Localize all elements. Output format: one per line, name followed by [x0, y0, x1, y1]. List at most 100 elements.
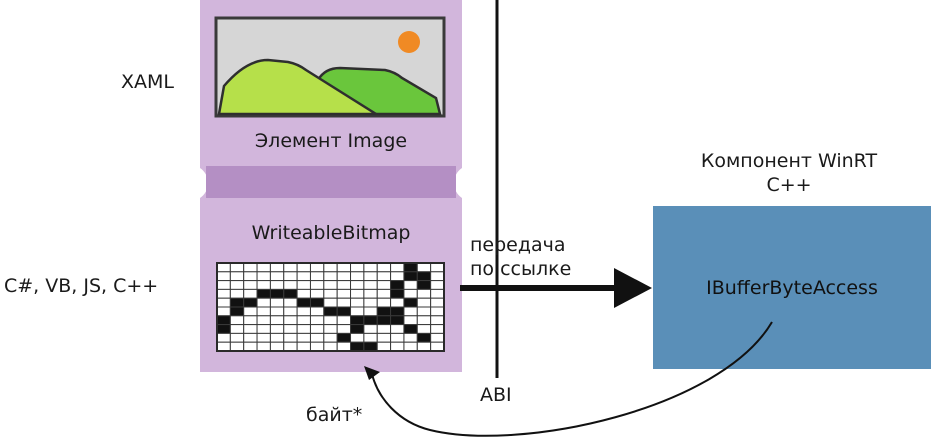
pixel-cell: [430, 271, 445, 282]
pixel-cell: [256, 324, 271, 334]
pixel-cell: [430, 262, 445, 273]
pixel-cell: [430, 306, 445, 317]
pixel-cell: [376, 297, 392, 308]
pixel-cell: [430, 332, 445, 343]
pass-label-line2: по ссылке: [470, 258, 572, 280]
pixel-cell: [229, 297, 245, 308]
pixel-cell: [296, 288, 311, 299]
pixel-cell: [296, 324, 311, 334]
pixel-cell: [323, 341, 338, 352]
pixel-cell: [430, 315, 445, 326]
languages-label: C#, VB, JS, C++: [4, 275, 159, 297]
pixel-cell: [256, 288, 271, 299]
pixel-cell: [403, 315, 418, 326]
pixel-cell: [430, 280, 445, 290]
pixel-cell: [403, 324, 418, 334]
pixel-cell: [229, 262, 245, 273]
pixel-cell: [309, 280, 325, 290]
pixel-cell: [416, 332, 432, 343]
byte-pointer-arrow: [364, 321, 773, 437]
pixel-cell: [309, 324, 325, 334]
pixel-cell: [309, 297, 325, 308]
pixel-cell: [216, 271, 231, 282]
pixel-cell: [323, 262, 338, 273]
pixel-cell: [216, 332, 231, 343]
pixel-cell: [243, 271, 258, 282]
pixel-cell: [336, 341, 352, 352]
pixel-cell: [296, 315, 311, 326]
pixel-cell: [283, 271, 298, 282]
pixel-cell: [363, 306, 378, 317]
pixel-cell: [323, 297, 338, 308]
pixel-cell: [350, 262, 365, 273]
pixel-cell: [363, 271, 378, 282]
pixel-cell: [243, 324, 258, 334]
pixel-cell: [403, 271, 418, 282]
pixel-cell: [416, 262, 432, 273]
pixel-cell: [269, 306, 285, 317]
pixel-cell: [256, 315, 271, 326]
pixel-cell: [390, 332, 405, 343]
pixel-cell: [403, 297, 418, 308]
pixel-cell: [216, 324, 231, 334]
pixel-cell: [269, 332, 285, 343]
pixel-cell: [283, 324, 298, 334]
pixel-cell: [336, 288, 352, 299]
pixel-cell: [376, 280, 392, 290]
pixel-cell: [296, 297, 311, 308]
pixel-cell: [336, 280, 352, 290]
pixel-cell: [256, 332, 271, 343]
pixel-cell: [403, 341, 418, 352]
pixel-cell: [323, 332, 338, 343]
pixel-cell: [336, 315, 352, 326]
pixel-bitmap-grid: [216, 262, 445, 352]
pixel-cell: [243, 332, 258, 343]
pixel-cell: [350, 341, 365, 352]
pixel-cell: [336, 306, 352, 317]
pixel-cell: [323, 288, 338, 299]
pixel-cell: [229, 280, 245, 290]
pixel-cell: [309, 262, 325, 273]
pixel-cell: [416, 271, 432, 282]
pixel-cell: [256, 306, 271, 317]
xaml-label: XAML: [121, 71, 174, 93]
pixel-cell: [269, 315, 285, 326]
pixel-cell: [403, 306, 418, 317]
pixel-cell: [229, 306, 245, 317]
pixel-cell: [390, 280, 405, 290]
pixel-cell: [256, 280, 271, 290]
pixel-cell: [256, 297, 271, 308]
pixel-cell: [229, 324, 245, 334]
pixel-cell: [390, 271, 405, 282]
pixel-cell: [350, 280, 365, 290]
pixel-cell: [430, 288, 445, 299]
pixel-cell: [336, 332, 352, 343]
pixel-cell: [296, 280, 311, 290]
pixel-cell: [363, 315, 378, 326]
pixel-cell: [350, 271, 365, 282]
pixel-cell: [269, 324, 285, 334]
pixel-cell: [363, 288, 378, 299]
pixel-cell: [390, 288, 405, 299]
panel-divider-band: [206, 166, 456, 198]
pixel-cell: [269, 280, 285, 290]
pixel-cell: [403, 288, 418, 299]
pixel-cell: [269, 288, 285, 299]
component-title-line1: Компонент WinRT: [700, 150, 878, 172]
pixel-cell: [390, 315, 405, 326]
pixel-cell: [350, 297, 365, 308]
pixel-grid-border: [216, 262, 445, 352]
pixel-cell: [243, 315, 258, 326]
pixel-cell: [256, 341, 271, 352]
pixel-cell: [296, 332, 311, 343]
pixel-cell: [229, 341, 245, 352]
pixel-cell: [229, 315, 245, 326]
pixel-cell: [390, 297, 405, 308]
pixel-cell: [376, 306, 392, 317]
pixel-cell: [216, 341, 231, 352]
pixel-cell: [216, 306, 231, 317]
pixel-cell: [283, 315, 298, 326]
pixel-cell: [216, 288, 231, 299]
pixel-cell: [216, 280, 231, 290]
pixel-cell: [363, 280, 378, 290]
